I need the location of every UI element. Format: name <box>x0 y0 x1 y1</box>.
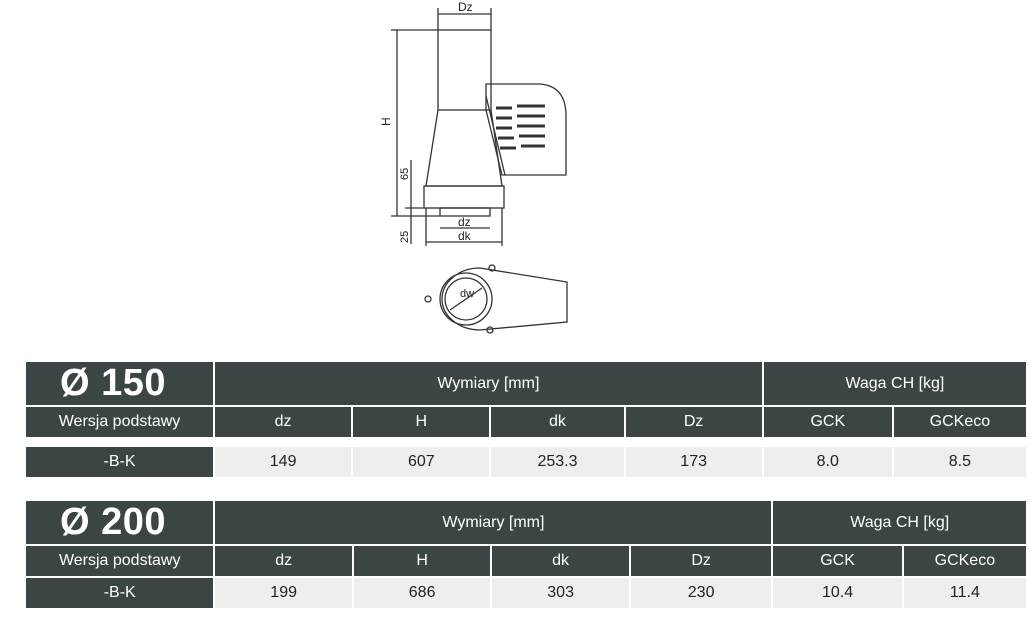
table-cell: 173 <box>625 447 762 477</box>
diameter-title: Ø 200 <box>26 501 214 544</box>
table-cell: 11.4 <box>903 578 1026 608</box>
table-cell: 8.5 <box>893 447 1026 477</box>
spec-table-200: Ø 200 Wymiary [mm] Waga CH [kg] Wersja p… <box>24 499 1028 610</box>
col-header: GCK <box>773 546 902 576</box>
col-header: Dz <box>625 407 762 437</box>
table-cell: 8.0 <box>763 447 892 477</box>
col-header: Dz <box>630 546 772 576</box>
col-header: GCK <box>763 407 892 437</box>
table-cell: 230 <box>630 578 772 608</box>
row-version: -B-K <box>26 447 214 477</box>
col-header: H <box>353 546 491 576</box>
diameter-title: Ø 150 <box>26 362 214 405</box>
group-dimensions: Wymiary [mm] <box>215 362 762 405</box>
group-weight: Waga CH [kg] <box>773 501 1026 544</box>
col-header: H <box>353 407 490 437</box>
col-header: Wersja podstawy <box>26 407 214 437</box>
group-dimensions: Wymiary [mm] <box>215 501 772 544</box>
dim-label-dw: dw <box>460 288 474 300</box>
dim-label-25: 25 <box>399 231 411 243</box>
table-cell: 149 <box>215 447 352 477</box>
table-cell: 10.4 <box>773 578 902 608</box>
col-header: GCKeco <box>893 407 1026 437</box>
col-header: dz <box>215 407 352 437</box>
dim-label-65: 65 <box>399 168 411 180</box>
col-header: GCKeco <box>903 546 1026 576</box>
dim-label-dz: dz <box>458 215 471 229</box>
col-header: Wersja podstawy <box>26 546 214 576</box>
table-cell: 253.3 <box>491 447 624 477</box>
table-cell: 199 <box>215 578 352 608</box>
col-header: dk <box>491 407 624 437</box>
table-cell: 303 <box>492 578 629 608</box>
dim-label-dk: dk <box>458 229 472 243</box>
col-header: dz <box>215 546 352 576</box>
table-cell: 607 <box>353 447 490 477</box>
col-header: dk <box>492 546 629 576</box>
spec-table-150: Ø 150 Wymiary [mm] Waga CH [kg] Wersja p… <box>24 360 1028 479</box>
group-weight: Waga CH [kg] <box>763 362 1026 405</box>
row-version: -B-K <box>26 578 214 608</box>
dim-label-H: H <box>379 117 393 126</box>
dim-label-Dz: Dz <box>458 0 473 14</box>
table-cell: 686 <box>353 578 491 608</box>
technical-drawing: Dz H 65 25 dz dk dw <box>379 0 568 334</box>
